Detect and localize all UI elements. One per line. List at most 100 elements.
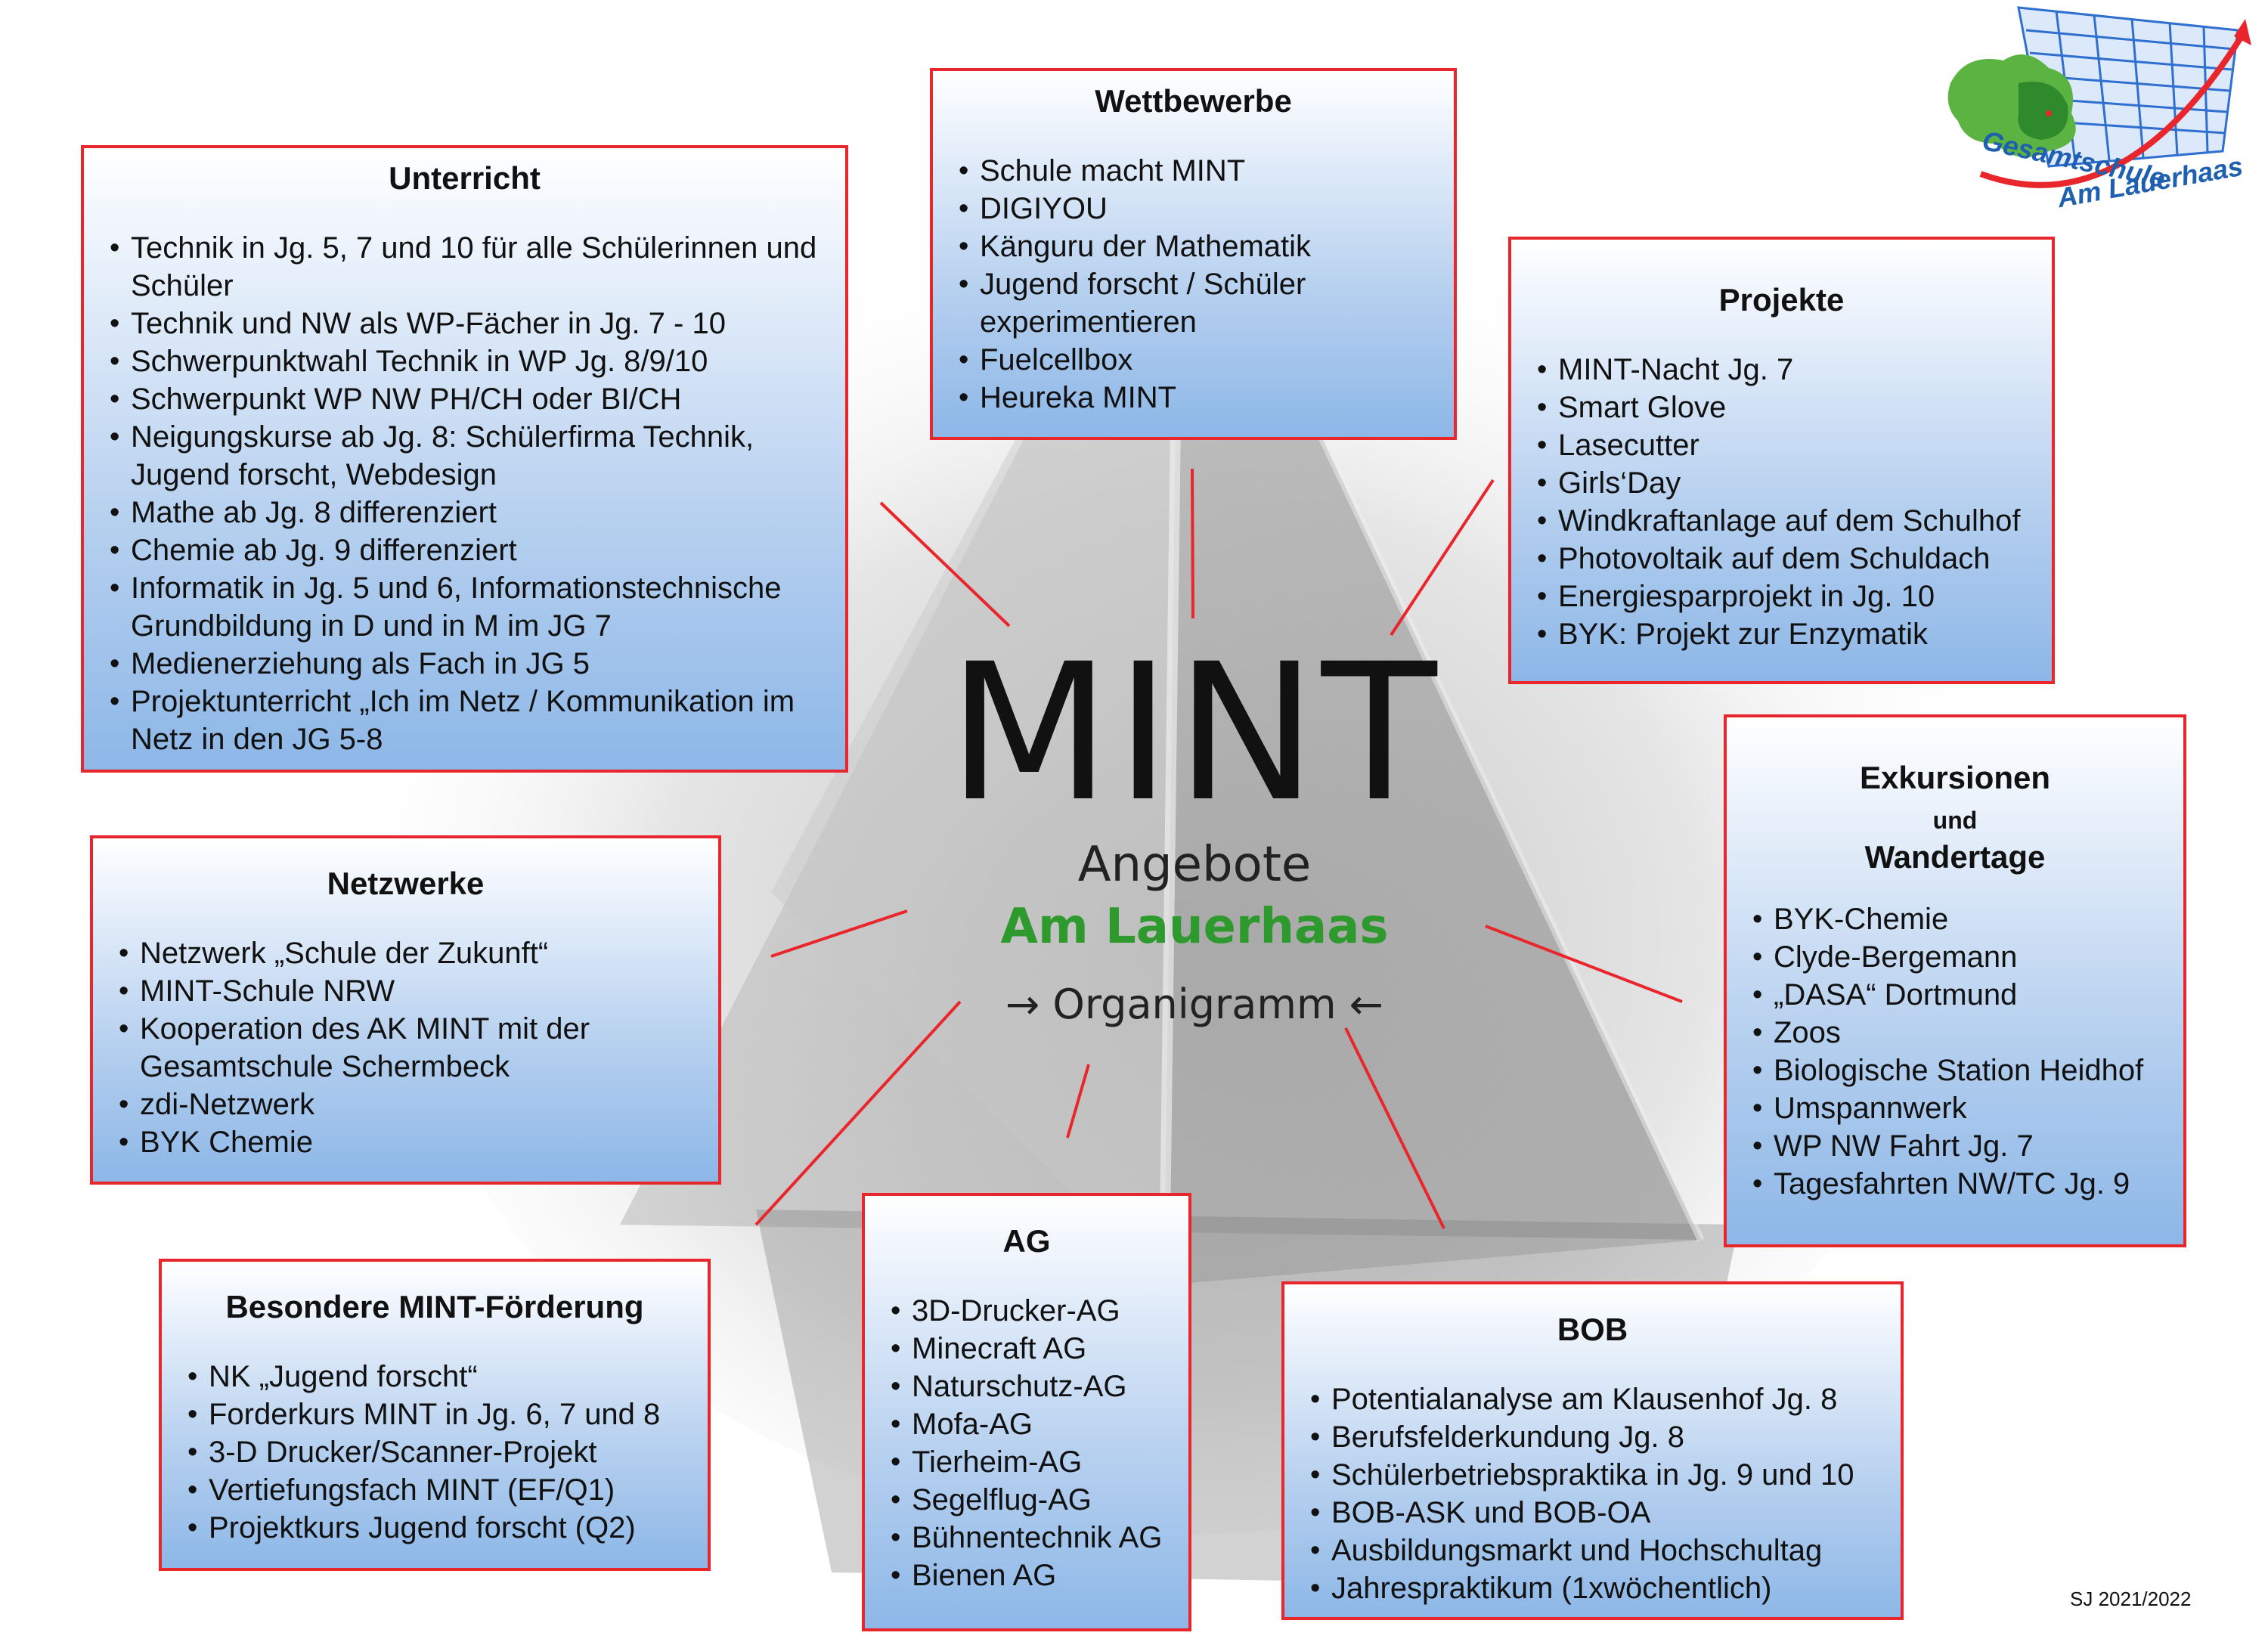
box-exkursionen: Exkursionen und Wandertage BYK-Chemie Cl… — [1724, 714, 2186, 1247]
map-region-icon — [1947, 54, 2076, 157]
list-item: Schülerbetriebspraktika in Jg. 9 und 10 — [1307, 1456, 1878, 1494]
list-item: Biologische Station Heidhof — [1749, 1052, 2161, 1089]
list-item: „DASA“ Dortmund — [1749, 976, 2161, 1014]
box-title-line: Wandertage — [1864, 839, 2046, 875]
connector-exkursionen — [1485, 925, 1683, 1003]
box-title-foerderung: Besondere MINT-Förderung — [225, 1289, 644, 1324]
connector-ag — [1066, 1064, 1090, 1138]
school-logo — [1947, 6, 2251, 188]
connector-projekte — [1390, 479, 1495, 637]
box-netzwerke: Netzwerke Netzwerk „Schule der Zukunft“ … — [90, 835, 721, 1185]
box-wettbewerbe: Wettbewerbe Schule macht MINT DIGIYOU Kä… — [930, 68, 1457, 440]
box-title-ag: AG — [1002, 1223, 1051, 1259]
list-item: Netzwerk „Schule der Zukunft“ — [116, 934, 696, 972]
list-item: Mathe ab Jg. 8 differenziert — [107, 494, 823, 531]
list-item: Mofa-AG — [888, 1405, 1166, 1443]
list-item: Schule macht MINT — [956, 152, 1431, 190]
list-item: Segelflug-AG — [888, 1481, 1166, 1519]
mint-title: MINT — [947, 623, 1442, 843]
box-foerderung: Besondere MINT-Förderung NK „Jugend fors… — [159, 1259, 711, 1571]
list-item: Projektunterricht „Ich im Netz / Kommuni… — [107, 683, 823, 758]
list-ag: 3D-Drucker-AG Minecraft AG Naturschutz-A… — [888, 1292, 1166, 1594]
list-item: Jahrespraktikum (1xwöchentlich) — [1307, 1569, 1878, 1607]
box-title-netzwerke: Netzwerke — [327, 866, 485, 901]
list-wettbewerbe: Schule macht MINT DIGIYOU Känguru der Ma… — [956, 152, 1431, 417]
list-item: Ausbildungsmarkt und Hochschultag — [1307, 1532, 1878, 1569]
connector-unterricht — [879, 501, 1011, 627]
list-item: 3-D Drucker/Scanner-Projekt — [184, 1433, 685, 1471]
list-exkursionen: BYK-Chemie Clyde-Bergemann „DASA“ Dortmu… — [1749, 900, 2161, 1203]
box-title-connector: und — [1932, 806, 1978, 834]
box-title-line: Exkursionen — [1859, 760, 2051, 795]
center-label: MINT Angebote Am Lauerhaas → Organigramm… — [907, 623, 1482, 1029]
list-item: Tierheim-AG — [888, 1443, 1166, 1481]
box-projekte: Projekte MINT-Nacht Jg. 7 Smart Glove La… — [1508, 237, 2055, 684]
list-item: MINT-Schule NRW — [116, 972, 696, 1010]
box-title-projekte: Projekte — [1718, 282, 1845, 318]
list-foerderung: NK „Jugend forscht“ Forderkurs MINT in J… — [184, 1358, 685, 1547]
list-item: Informatik in Jg. 5 und 6, Informationst… — [107, 569, 823, 645]
list-item: Technik und NW als WP-Fächer in Jg. 7 - … — [107, 305, 823, 342]
list-item: Girls‘Day — [1534, 464, 2029, 502]
list-item: MINT-Nacht Jg. 7 — [1534, 351, 2029, 389]
box-unterricht: Unterricht Technik in Jg. 5, 7 und 10 fü… — [81, 145, 848, 773]
list-netzwerke: Netzwerk „Schule der Zukunft“ MINT-Schul… — [116, 934, 696, 1161]
list-item: Projektkurs Jugend forscht (Q2) — [184, 1509, 685, 1547]
box-title-wettbewerbe: Wettbewerbe — [1095, 83, 1292, 119]
mint-school-name: Am Lauerhaas — [1000, 899, 1389, 955]
list-item: Energiesparprojekt in Jg. 10 — [1534, 578, 2029, 615]
list-item: Potentialanalyse am Klausenhof Jg. 8 — [1307, 1380, 1878, 1418]
box-ag: AG 3D-Drucker-AG Minecraft AG Naturschut… — [862, 1193, 1191, 1631]
list-projekte: MINT-Nacht Jg. 7 Smart Glove Lasecutter … — [1534, 351, 2029, 653]
list-item: Berufsfelderkundung Jg. 8 — [1307, 1418, 1878, 1456]
list-item: Schwerpunktwahl Technik in WP Jg. 8/9/10 — [107, 342, 823, 380]
list-item: BYK-Chemie — [1749, 900, 2161, 938]
list-item: BOB-ASK und BOB-OA — [1307, 1494, 1878, 1532]
connector-netzwerke — [770, 909, 908, 958]
list-item: 3D-Drucker-AG — [888, 1292, 1166, 1330]
list-item: Smart Glove — [1534, 389, 2029, 426]
list-item: zdi-Netzwerk — [116, 1086, 696, 1123]
box-title-bob: BOB — [1557, 1312, 1628, 1347]
box-bob: BOB Potentialanalyse am Klausenhof Jg. 8… — [1281, 1281, 1904, 1620]
list-item: NK „Jugend forscht“ — [184, 1358, 685, 1396]
list-item: Clyde-Bergemann — [1749, 938, 2161, 976]
connector-bob — [1344, 1027, 1445, 1229]
list-item: Photovoltaik auf dem Schuldach — [1534, 540, 2029, 578]
list-item: Känguru der Mathematik — [956, 228, 1431, 265]
list-item: DIGIYOU — [956, 190, 1431, 228]
list-item: Zoos — [1749, 1014, 2161, 1052]
list-item: Heureka MINT — [956, 379, 1431, 417]
list-item: Bienen AG — [888, 1557, 1166, 1594]
list-item: Jugend forscht / Schüler experimentieren — [956, 265, 1431, 341]
list-item: Technik in Jg. 5, 7 und 10 für alle Schü… — [107, 229, 823, 305]
list-item: Vertiefungsfach MINT (EF/Q1) — [184, 1471, 685, 1509]
connector-lines — [754, 468, 1683, 1229]
list-item: Schwerpunkt WP NW PH/CH oder BI/CH — [107, 380, 823, 418]
list-item: Forderkurs MINT in Jg. 6, 7 und 8 — [184, 1396, 685, 1433]
arrow-head-icon — [2234, 19, 2251, 45]
list-item: Bühnentechnik AG — [888, 1519, 1166, 1557]
list-unterricht: Technik in Jg. 5, 7 und 10 für alle Schü… — [107, 229, 823, 758]
list-item: Kooperation des AK MINT mit der Gesamtsc… — [116, 1010, 696, 1086]
swoosh-icon — [1979, 28, 2248, 188]
list-item: Minecraft AG — [888, 1330, 1166, 1368]
list-item: Windkraftanlage auf dem Schulhof — [1534, 502, 2029, 540]
list-item: Umspannwerk — [1749, 1089, 2161, 1127]
list-bob: Potentialanalyse am Klausenhof Jg. 8 Ber… — [1307, 1380, 1878, 1607]
list-item: Tagesfahrten NW/TC Jg. 9 — [1749, 1165, 2161, 1203]
box-title-unterricht: Unterricht — [389, 160, 541, 196]
list-item: WP NW Fahrt Jg. 7 — [1749, 1127, 2161, 1165]
list-item: BYK Chemie — [116, 1123, 696, 1161]
school-year-label: SJ 2021/2022 — [2070, 1588, 2192, 1610]
box-title-exkursionen: Exkursionen und Wandertage — [1749, 758, 2161, 878]
list-item: Fuelcellbox — [956, 341, 1431, 379]
list-item: Medienerziehung als Fach in JG 5 — [107, 645, 823, 683]
organigram-link[interactable]: → Organigramm ← — [1005, 980, 1383, 1028]
list-item: BYK: Projekt zur Enzymatik — [1534, 615, 2029, 653]
connector-wettbewerbe — [1191, 468, 1194, 619]
list-item: Chemie ab Jg. 9 differenziert — [107, 531, 823, 569]
mint-subtitle: Angebote — [1077, 837, 1312, 893]
connector-foerderung — [754, 1000, 962, 1226]
list-item: Neigungskurse ab Jg. 8: Schülerfirma Tec… — [107, 418, 823, 494]
